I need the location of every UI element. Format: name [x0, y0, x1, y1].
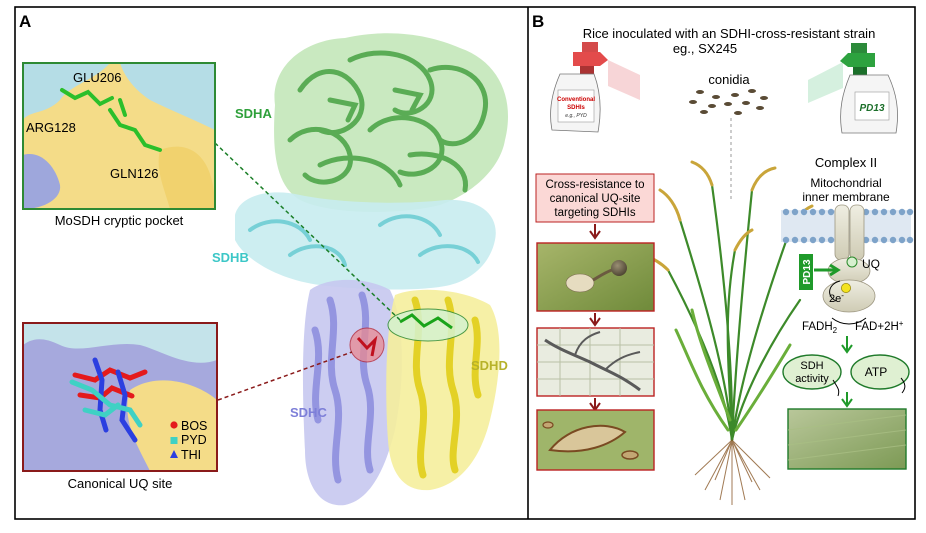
sdhb-label: SDHB	[212, 250, 249, 265]
arrow-2	[589, 313, 601, 327]
conidia-spores	[689, 89, 768, 115]
membrane-label-line2: inner membrane	[802, 190, 890, 204]
sdha-label: SDHA	[235, 106, 272, 121]
sdhc-helices	[311, 291, 375, 484]
canonical-uq-caption: Canonical UQ site	[68, 476, 173, 491]
cryptic-pocket-caption: MoSDH cryptic pocket	[55, 213, 184, 228]
cross-resistance-pathway: Cross-resistance to canonical UQ-site ta…	[535, 173, 655, 471]
atp-down-arrow	[900, 377, 906, 394]
canonical-site-ligand	[356, 335, 378, 357]
arrow-1	[589, 224, 601, 240]
germinating-spore-image	[536, 242, 655, 312]
arrow-3	[589, 398, 601, 412]
conidia-label: conidia	[708, 72, 750, 87]
cryptic-pocket-ligand	[399, 313, 453, 330]
thi-label: THI	[181, 448, 201, 462]
panel-b-title: Rice inoculated with an SDHI-cross-resis…	[583, 26, 876, 41]
panel-a-letter: A	[19, 12, 31, 31]
bos-label: BOS	[181, 419, 207, 433]
sdhc-label: SDHC	[290, 405, 327, 420]
residue-arg128: ARG128	[26, 120, 76, 135]
arrow-to-healthy-leaf	[841, 392, 853, 408]
canonical-uq-inset: BOS PYD THI Canonical UQ site	[22, 322, 218, 491]
thi-marker	[170, 450, 178, 458]
cross-resistance-box	[535, 173, 655, 223]
conventional-label-line3: e.g., PYD	[565, 113, 587, 119]
uq-label: UQ	[862, 257, 880, 271]
sdha-surface	[274, 33, 508, 212]
electron-arrow	[829, 280, 841, 302]
bos-marker	[170, 421, 178, 429]
fad-label: FAD+2H+	[855, 319, 904, 333]
cryptic-pocket-inset: GLU206 ARG128 GLN126 MoSDH cryptic pocke…	[22, 62, 216, 228]
uq-site-marker	[846, 256, 858, 268]
sdh-activity-line2: activity	[795, 373, 829, 385]
pd13-sprayer: PD13	[808, 43, 898, 134]
complex-ii-title: Complex II	[815, 155, 877, 170]
pyd-marker	[170, 437, 178, 444]
conventional-label-line1: Conventional	[557, 97, 595, 103]
cross-resistance-line1: Cross-resistance to	[545, 179, 644, 191]
electrons-label: 2e-	[829, 291, 844, 305]
fe-s-cluster	[841, 282, 852, 293]
pd13-inhibitor-label: PD13	[802, 259, 813, 284]
healthy-leaf-image	[787, 408, 907, 470]
rice-plant	[643, 160, 814, 505]
sdhd-label: SDHD	[471, 358, 508, 373]
conventional-sdhi-sprayer: Conventional SDHIs e.g., PYD	[550, 42, 640, 133]
protein-structure: SDHA SDHB SDHC SDHD	[212, 33, 508, 506]
residue-gln126: GLN126	[110, 166, 158, 181]
sdh-activity-oval	[782, 354, 842, 390]
sdhb-surface	[235, 192, 496, 290]
panel-b-letter: B	[532, 12, 544, 31]
complex-ii-schematic: Complex II Mitochondrial inner membrane	[781, 155, 914, 470]
canonical-site-leader	[217, 351, 353, 401]
activity-down-arrow	[832, 379, 840, 397]
panel-b: B Rice inoculated with an SDHI-cross-res…	[532, 12, 914, 505]
sdh-activity-line1: SDH	[800, 360, 823, 372]
figure-frame	[14, 6, 916, 520]
cryptic-pocket-leader	[214, 142, 401, 321]
diseased-leaf-image	[536, 409, 655, 471]
fadh-conversion-arrow	[831, 317, 867, 325]
atp-oval	[850, 354, 910, 390]
residue-glu206: GLU206	[73, 70, 121, 85]
conventional-label-line2: SDHIs	[567, 105, 585, 111]
atp-label: ATP	[865, 365, 887, 379]
cross-resistance-line3: targeting SDHIs	[554, 207, 635, 219]
canonical-site-highlight	[349, 327, 385, 363]
pyd-label: PYD	[181, 433, 207, 447]
arrow-to-activity	[841, 336, 853, 354]
fadh2-label: FADH2	[802, 321, 838, 335]
pd13-inhibition-arrow	[814, 263, 841, 277]
panel-b-subtitle: eg., SX245	[673, 41, 737, 56]
pd13-sprayer-label: PD13	[859, 103, 884, 114]
complex-ii-protein	[822, 204, 876, 313]
panel-a: A	[19, 12, 508, 506]
membrane-label-line1: Mitochondrial	[810, 176, 881, 190]
sdha-ribbons	[287, 50, 488, 193]
hyphae-invasion-image	[536, 327, 655, 397]
pd13-inhibitor-box	[799, 254, 813, 290]
cross-resistance-line2: canonical UQ-site	[550, 193, 641, 205]
